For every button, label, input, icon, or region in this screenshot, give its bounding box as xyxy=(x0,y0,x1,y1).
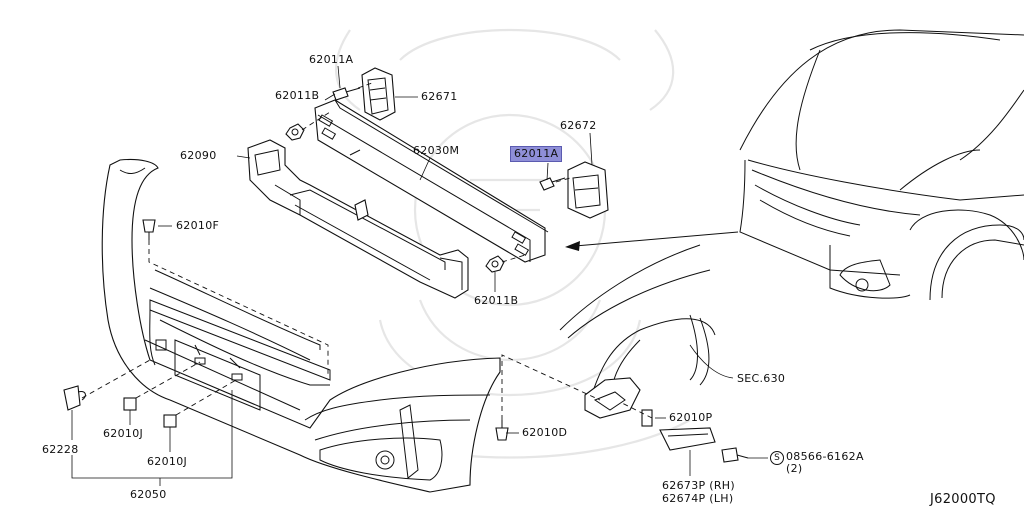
label-62010j-b: 62010J xyxy=(147,455,188,468)
label-62671: 62671 xyxy=(421,90,458,103)
watermark-emblem xyxy=(329,28,691,459)
label-62011b-bottom: 62011B xyxy=(474,294,519,307)
label-62674p-lh: 62674P (LH) xyxy=(662,492,734,505)
bumper-reinforcement xyxy=(314,99,549,263)
diagram-code: J62000TQ xyxy=(930,492,996,507)
label-62010p: 62010P xyxy=(669,411,713,424)
vehicle-outline xyxy=(739,29,1024,301)
label-62011a-top: 62011A xyxy=(309,53,354,66)
label-62050: 62050 xyxy=(130,488,167,501)
label-62030m: 62030M xyxy=(413,144,460,157)
label-62090: 62090 xyxy=(180,149,217,162)
label-sec630: SEC.630 xyxy=(737,372,786,385)
label-62010j-a: 62010J xyxy=(103,427,144,440)
energy-absorber xyxy=(247,139,469,299)
screw-symbol-icon: S xyxy=(770,451,784,465)
label-62672: 62672 xyxy=(560,119,597,132)
bumper-cover xyxy=(101,158,501,493)
label-62010f: 62010F xyxy=(176,219,220,232)
label-62011b-top: 62011B xyxy=(275,89,320,102)
assembly-lines xyxy=(81,81,653,420)
leader-lines xyxy=(71,65,768,486)
bracket-62672 xyxy=(567,161,609,219)
location-arrow xyxy=(565,231,739,251)
label-62010d: 62010D xyxy=(522,426,568,439)
label-62228: 62228 xyxy=(42,443,79,456)
label-62011a-highlighted[interactable]: 62011A xyxy=(510,146,563,162)
label-screw-08566-6162a: 08566-6162A xyxy=(786,450,864,463)
label-62673p-rh: 62673P (RH) xyxy=(662,479,735,492)
fasteners xyxy=(63,87,749,463)
label-screw-quantity: (2) xyxy=(786,462,803,475)
bracket-62671 xyxy=(361,67,396,121)
fender-section xyxy=(559,244,716,419)
